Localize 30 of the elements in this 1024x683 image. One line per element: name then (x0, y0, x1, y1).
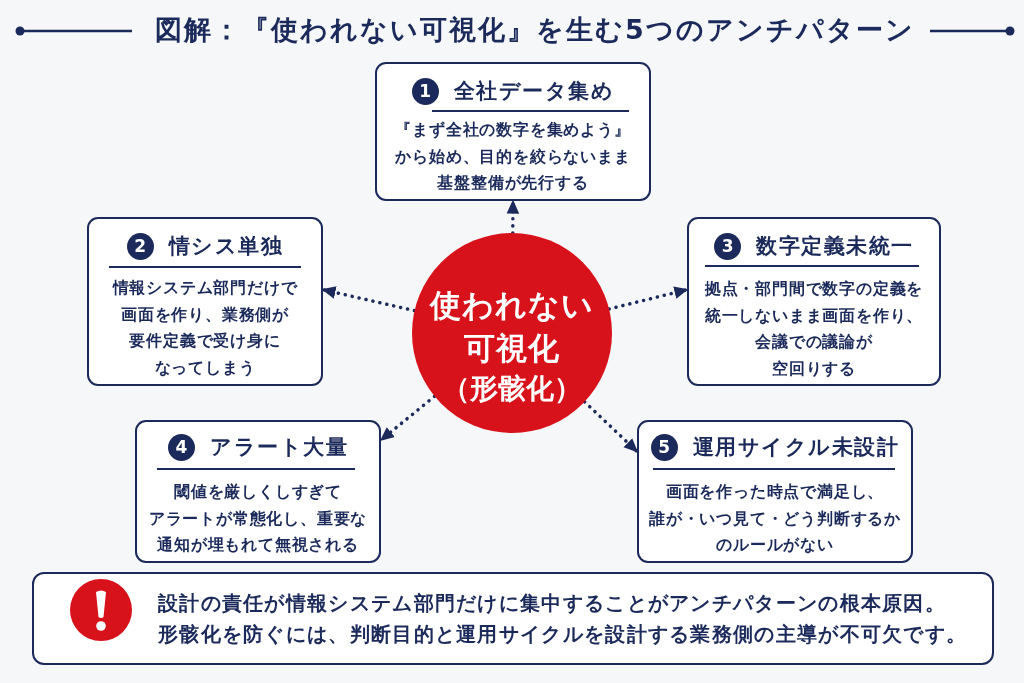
step-number: 3 (714, 232, 742, 260)
step-number: 5 (650, 433, 678, 461)
issue-title: 使われない可視化 (430, 286, 594, 368)
dotted-arrow (321, 286, 417, 313)
card-heading: 数字定義未統一 (756, 233, 914, 260)
pattern-card (135, 420, 381, 563)
diagram-title: 図解：『使われない可視化』を生む5つのアンチパターン (155, 13, 915, 47)
card-text: 拠点・部門間で数字の定義を統一しないまま画面を作り、会議での議論が空回りする (704, 279, 924, 380)
card-heading: 全社データ集め (453, 78, 615, 105)
dotted-arrow (607, 286, 689, 311)
step-number: 1 (411, 77, 439, 105)
summary-note-panel (32, 572, 994, 665)
step-number: 2 (126, 232, 154, 260)
card-text: 閾値を厳しくしすぎてアラートが常態化し、重要な通知が埋もれて無視される (148, 482, 368, 556)
dotted-arrow (506, 199, 520, 235)
pattern-card (375, 62, 651, 201)
dotted-arrow (379, 394, 437, 442)
pattern-card (637, 420, 913, 563)
card-heading: 運用サイクル未設計 (692, 434, 900, 461)
card-heading: アラート大量 (210, 434, 348, 461)
step-number: 4 (168, 433, 195, 461)
pattern-card (687, 217, 941, 386)
pattern-card (87, 217, 323, 386)
card-heading: 情シス単独 (168, 233, 284, 260)
card-text: 『まず全社の数字を集めよう』から始め、目的を絞らないまま基盤整備が先行する (395, 120, 631, 194)
summary-text: 設計の責任が情報システム部門だけに集中することがアンチパターンの根本原因。形骸化を防ぐには、判断目的と運用サイクルを設計する業務側の主導が不可欠です。 (158, 591, 968, 648)
card-text: 情報システム部門だけで画面を作り、業務側が要件定義で受け身になってしまう (112, 278, 298, 379)
issue-subtitle: （形骸化） (442, 371, 582, 407)
card-text: 画面を作った時点で満足し、誰が・いつ見て・どう判断するかのルールがない (649, 482, 901, 556)
dotted-arrow (582, 400, 639, 454)
